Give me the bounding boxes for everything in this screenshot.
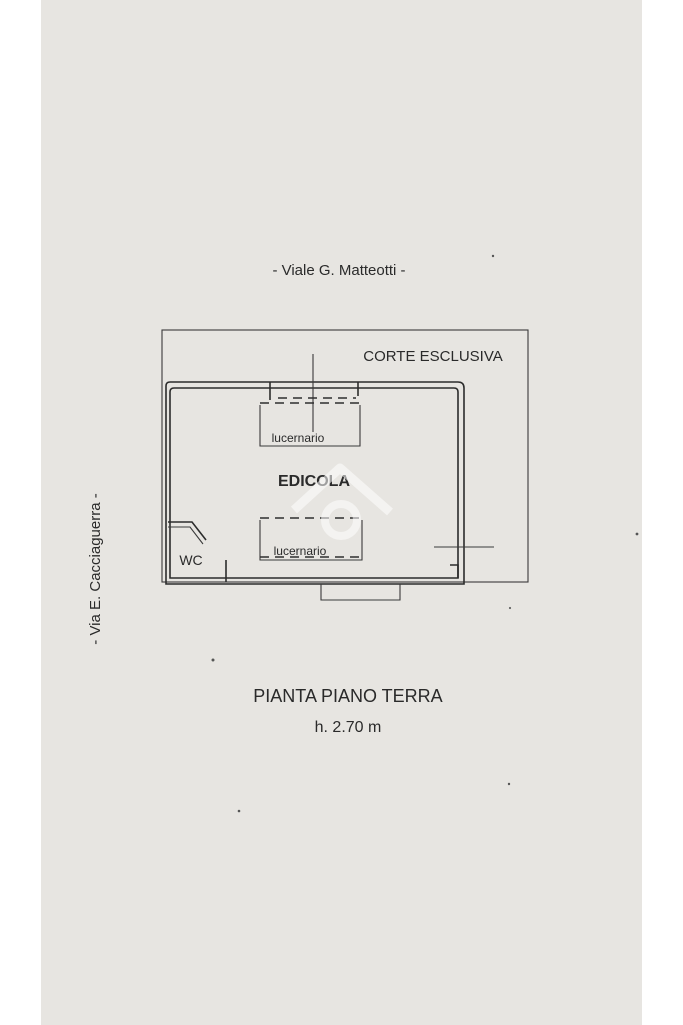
skylight-label: lucernario xyxy=(272,431,325,445)
wc-partition xyxy=(168,521,207,541)
room-label-wc: WC xyxy=(179,552,202,568)
paper-speck xyxy=(491,254,495,258)
building-outer-wall xyxy=(165,381,465,585)
corner-pillar xyxy=(450,564,459,578)
courtyard-label: CORTE ESCLUSIVA xyxy=(363,348,502,365)
watermark-house-icon xyxy=(290,463,393,540)
paper-speck xyxy=(237,809,241,813)
paper-sheet xyxy=(41,0,642,1025)
paper-speck xyxy=(635,532,639,536)
street-label-top: - Viale G. Matteotti - xyxy=(272,262,405,279)
paper-speck xyxy=(508,606,512,610)
lot-boundary xyxy=(161,329,529,583)
street-label-left: - Via E. Cacciaguerra - xyxy=(87,493,104,644)
paper-speck xyxy=(211,658,215,662)
paper-speck xyxy=(507,782,511,786)
wc-door-swing xyxy=(168,526,204,545)
skylight-label: lucernario xyxy=(274,544,327,558)
building-inner-wall xyxy=(169,387,459,579)
plan-height: h. 2.70 m xyxy=(315,719,382,736)
skylight-frame xyxy=(259,405,361,447)
skylight-frame xyxy=(259,520,363,561)
plan-title: PIANTA PIANO TERRA xyxy=(253,686,442,706)
entrance-step xyxy=(320,584,401,601)
